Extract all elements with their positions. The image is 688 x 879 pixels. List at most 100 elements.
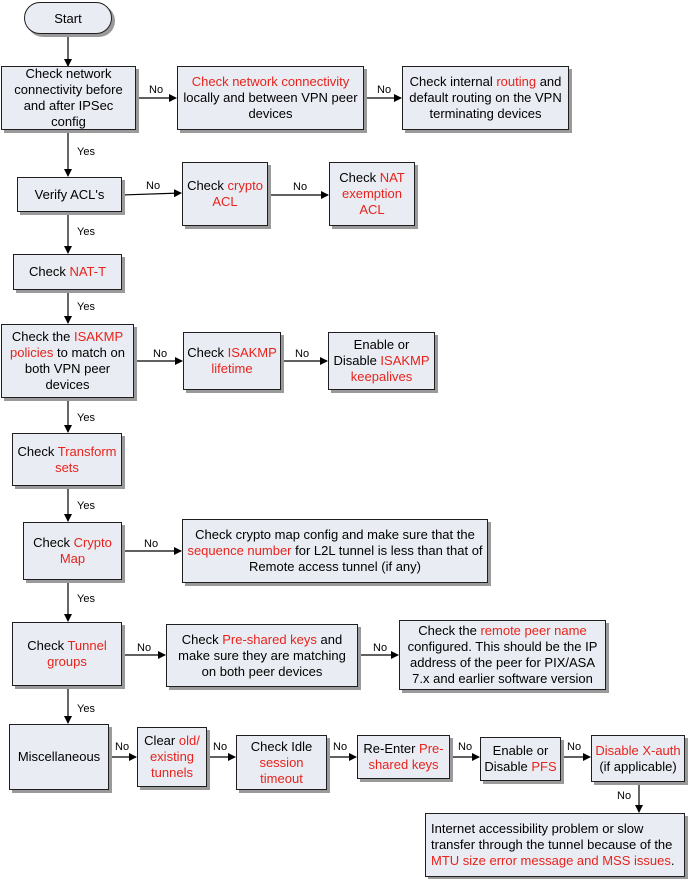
start-node: Start (24, 2, 112, 34)
node-text: Check ISAKMP lifetime (187, 345, 277, 377)
check-nat-exemption-box: Check NAT exemption ACL (329, 162, 415, 226)
node-text: Verify ACL's (35, 187, 105, 203)
reenter-keys-box: Re-Enter Pre-shared keys (357, 735, 450, 779)
check-crypto-acl-box: Check crypto ACL (182, 162, 268, 226)
node-text: Enable or Disable ISAKMP keepalives (332, 337, 431, 385)
check-remote-peer-box: Check the remote peer name configured. T… (399, 620, 606, 690)
no-label: No (213, 741, 228, 753)
no-label: No (373, 642, 388, 654)
no-label: No (333, 741, 348, 753)
yes-label: Yes (77, 146, 95, 158)
node-text-segment: Enable or Disable (333, 337, 410, 368)
node-text: Disable X-auth (if applicable) (595, 743, 681, 775)
highlight-text: Pre-shared keys (368, 741, 444, 772)
no-label: No (149, 84, 164, 96)
highlight-text: Check network connectivity (191, 74, 350, 89)
node-text-segment: and default routing on the VPN terminati… (409, 74, 562, 121)
node-text-segment: Miscellaneous (17, 749, 101, 764)
node-text-segment: Clear (144, 733, 179, 748)
node-text: Check network connectivity before and af… (5, 66, 132, 130)
node-text-segment: Check (33, 535, 74, 550)
node-text: Check Transform sets (16, 444, 118, 476)
node-text-segment: Check (339, 170, 380, 185)
node-text-segment: Check the (418, 623, 481, 638)
node-text-segment: configured. This should be the IP addres… (407, 639, 598, 686)
no-label: No (146, 180, 161, 192)
node-text-segment: Check (28, 264, 70, 279)
highlight-text: remote peer name (480, 623, 587, 638)
disable-xauth-box: Disable X-auth (if applicable) (591, 735, 685, 782)
no-label: No (617, 790, 632, 802)
highlight-text: old/ existing tunnels (149, 733, 200, 780)
highlight-text: NAT exemption ACL (342, 170, 405, 217)
highlight-text: MTU size error message and MSS issues (431, 853, 671, 868)
highlight-text: Pre-shared keys (222, 631, 317, 647)
idle-timeout-box: Check Idle session timeout (236, 735, 327, 790)
node-text-segment: Check (17, 443, 58, 459)
node-text: Check the ISAKMP policies to match on bo… (5, 329, 130, 393)
check-preshared-keys-box: Check Pre-shared keys and make sure they… (166, 624, 358, 687)
yes-label: Yes (77, 703, 95, 715)
node-text-segment: Check internal (409, 74, 497, 89)
node-text-segment: Check the (11, 329, 75, 344)
no-label: No (293, 181, 308, 193)
highlight-text: Crypto Map (59, 535, 112, 566)
node-text: Miscellaneous (18, 749, 100, 765)
no-label: No (458, 741, 473, 753)
yes-label: Yes (77, 301, 95, 313)
node-text: Check Tunnel groups (16, 638, 118, 670)
highlight-text: PFS (531, 759, 557, 774)
internet-access-box: Internet accessibility problem or slow t… (425, 813, 685, 877)
no-label: No (567, 741, 582, 753)
node-text: Clear old/ existing tunnels (141, 733, 203, 781)
highlight-text: NAT-T (69, 264, 107, 279)
verify-acls-box: Verify ACL's (17, 177, 122, 212)
highlight-text: ISAKMP policies (10, 329, 124, 360)
highlight-text: crypto ACL (212, 178, 263, 209)
highlight-text: Disable X-auth (595, 742, 681, 758)
node-text-segment: Check Idle (250, 738, 313, 754)
yes-label: Yes (77, 500, 95, 512)
miscellaneous-box: Miscellaneous (9, 724, 109, 790)
check-isakmp-policies-box: Check the ISAKMP policies to match on bo… (1, 324, 134, 398)
node-text: Check NAT-T (29, 264, 106, 280)
highlight-text: routing (496, 74, 537, 89)
no-label: No (153, 348, 168, 360)
highlight-text: ISAKMP keepalives (350, 353, 430, 384)
node-text-segment: Check (27, 638, 68, 653)
check-network-conn-box: Check network connectivity locally and b… (177, 66, 364, 130)
check-routing-box: Check internal routing and default routi… (402, 66, 569, 130)
node-text-segment: to match on both VPN peer devices (24, 345, 125, 392)
highlight-text: sequence number (187, 543, 292, 558)
no-label: No (295, 348, 310, 360)
node-text: Check Pre-shared keys and make sure they… (170, 632, 354, 680)
check-tunnel-groups-box: Check Tunnel groups (12, 622, 122, 686)
node-text: Check crypto map config and make sure th… (186, 527, 484, 575)
highlight-text: ISAKMP lifetime (211, 345, 277, 376)
clear-tunnels-box: Clear old/ existing tunnels (137, 727, 207, 787)
check-transform-sets-box: Check Transform sets (12, 433, 122, 486)
node-text-segment: Check (187, 178, 228, 193)
node-text: Enable or Disable PFS (484, 743, 557, 775)
node-text-segment: and make sure they are matching on both … (178, 631, 346, 679)
highlight-text: Transform sets (55, 443, 117, 475)
highlight-text: session timeout (259, 754, 304, 786)
enable-pfs-box: Enable or Disable PFS (480, 737, 561, 781)
yes-label: Yes (77, 412, 95, 424)
check-isakmp-lifetime-box: Check ISAKMP lifetime (183, 332, 281, 390)
check-natt-box: Check NAT-T (13, 254, 122, 290)
node-text-segment: Check (181, 631, 223, 647)
node-text-segment: locally and between VPN peer devices (183, 90, 358, 121)
node-text: Check Crypto Map (27, 535, 118, 567)
node-text: Internet accessibility problem or slow t… (431, 821, 681, 869)
node-text-segment: (if applicable) (599, 758, 677, 774)
no-label: No (137, 642, 152, 654)
highlight-text: Tunnel groups (47, 638, 107, 669)
yes-label: Yes (77, 593, 95, 605)
check-network-main-box: Check network connectivity before and af… (1, 66, 136, 130)
no-label: No (144, 538, 159, 550)
node-text-segment: Re-Enter (363, 741, 420, 756)
check-crypto-map-box: Check Crypto Map (23, 522, 122, 580)
